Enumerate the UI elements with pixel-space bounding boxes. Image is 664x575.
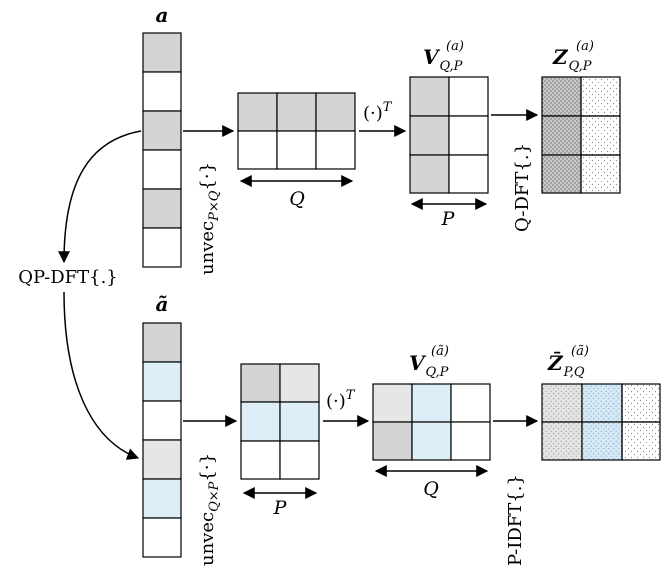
bottom-matrix-v [372,383,491,461]
top-v-dim-label: P [441,208,456,230]
bottom-unvec-label: unvecQ×P{·} [197,453,222,566]
top-vector-a [142,32,182,268]
bottom-v-dim-label: Q [423,478,439,500]
top-vector-label: a [156,3,169,27]
bottom-matrix-z [541,383,661,461]
qp-dft-curve-top [58,130,142,264]
bottom-idft-label: P-IDFT{.} [505,474,526,566]
bottom-vector-label: ã [156,292,169,316]
top-matrix-dim-label: Q [289,188,305,210]
bottom-matrix-dim-label: P [273,497,288,519]
top-matrix-v [409,76,489,194]
top-z-label: ZQ,P [552,45,592,74]
top-transpose-label: (·)T [363,100,393,124]
qp-dft-curve-bottom [63,291,140,460]
top-matrix-pq [237,92,356,170]
top-matrix-z [541,76,621,194]
top-v-label: VQ,P [423,45,463,74]
top-z-sup: (a) [576,39,594,54]
bottom-z-sup: (ã) [571,344,589,359]
top-unvec-label: unvecP×Q{·} [197,162,222,275]
top-dft-label: Q-DFT{.} [512,143,533,232]
bottom-matrix-qp [240,363,320,480]
qp-dft-label: QP-DFT{.} [18,267,118,288]
bottom-transpose-label: (·)T [326,388,356,412]
bottom-v-label: VQ,P [409,351,449,380]
bottom-vector-a-tilde [142,322,182,558]
bottom-v-sup: (ã) [431,344,449,359]
bottom-z-label: Z̄P,Q [547,350,585,380]
top-v-sup: (a) [446,39,464,54]
